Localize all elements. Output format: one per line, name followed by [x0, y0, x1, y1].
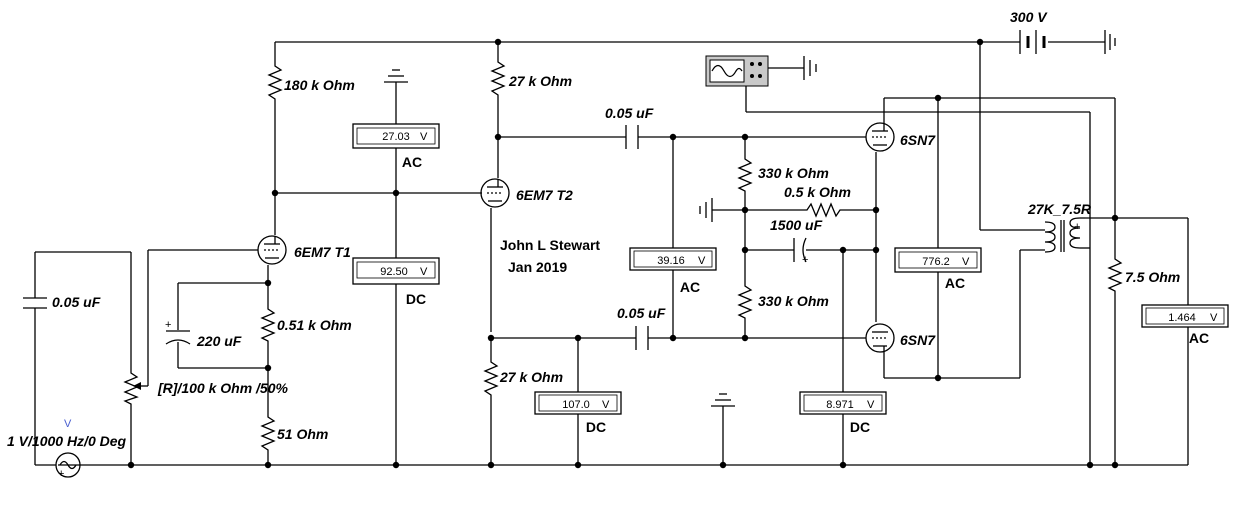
resistor-330k-top — [737, 155, 753, 193]
meter-ac-27: 27.03 V AC — [382, 131, 428, 170]
meter-ac-39: 39.16 V AC — [657, 255, 706, 295]
meter-unit: V — [867, 399, 875, 411]
label-r-051k: 0.51 k Ohm — [277, 317, 352, 333]
meter-mode: DC — [406, 291, 426, 307]
label-r-27k-bottom: 27 k Ohm — [499, 369, 563, 385]
svg-text:+: + — [802, 254, 808, 266]
label-c-input: 0.05 uF — [52, 294, 101, 310]
capacitor-220uf: + — [165, 319, 191, 345]
label-tube-t2: 6EM7 T2 — [516, 187, 573, 203]
meter-dc-8971: 8.971 V DC — [826, 399, 875, 435]
meter-value: 27.03 — [382, 131, 410, 143]
meter-mode: DC — [850, 419, 870, 435]
author-label: John L Stewart — [500, 237, 600, 253]
date-label: Jan 2019 — [508, 259, 567, 275]
svg-text:+: + — [1074, 221, 1080, 233]
resistor-27k-bottom — [483, 358, 499, 400]
wires — [34, 41, 1189, 466]
battery-300v — [1019, 30, 1116, 54]
label-c-220: 220 uF — [196, 333, 242, 349]
tube-t2 — [480, 178, 510, 208]
meter-unit: V — [698, 255, 706, 267]
meter-value: 1.464 — [1168, 312, 1196, 324]
ground-symbol-top — [384, 69, 408, 83]
label-tube-6sn7-bottom: 6SN7 — [900, 332, 936, 348]
label-r-51: 51 Ohm — [277, 426, 328, 442]
ground-symbol-scope — [768, 56, 817, 80]
label-potentiometer: [R]/100 k Ohm /50% — [157, 380, 288, 396]
label-r-27k-top: 27 k Ohm — [508, 73, 572, 89]
svg-text:+: + — [165, 319, 171, 331]
resistor-330k-bottom — [737, 282, 753, 320]
meter-mode: AC — [945, 275, 965, 291]
meters-frames — [352, 123, 1229, 415]
label-r-330k-top: 330 k Ohm — [758, 165, 829, 181]
meter-unit: V — [420, 131, 428, 143]
ac-source: + — [55, 452, 81, 480]
supply-label: 300 V — [1010, 9, 1048, 25]
meter-value: 776.2 — [922, 256, 950, 268]
resistor-051k — [260, 305, 276, 343]
meter-ac-776: 776.2 V AC — [922, 256, 970, 291]
ground-symbol-grid — [699, 198, 713, 222]
label-r-330k-bottom: 330 k Ohm — [758, 293, 829, 309]
label-source: 1 V/1000 Hz/0 Deg — [7, 433, 127, 449]
capacitor-005-top — [625, 125, 639, 149]
resistor-05k — [803, 202, 843, 218]
tube-6sn7-bottom — [865, 323, 895, 356]
meter-dc-107: 107.0 V DC — [562, 399, 610, 435]
label-r-load: 7.5 Ohm — [1125, 269, 1180, 285]
meter-mode: AC — [1189, 330, 1209, 346]
meter-mode: DC — [586, 419, 606, 435]
meter-value: 39.16 — [657, 255, 685, 267]
label-r-05k: 0.5 k Ohm — [784, 184, 851, 200]
meter-value: 107.0 — [562, 399, 590, 411]
capacitor-input — [23, 297, 47, 309]
label-tube-t1: 6EM7 T1 — [294, 244, 351, 260]
meter-unit: V — [420, 266, 428, 278]
label-c-005-bottom: 0.05 uF — [617, 305, 666, 321]
meter-dc-92: 92.50 V DC — [380, 266, 428, 307]
junctions — [127, 38, 1119, 469]
ground-symbol-center — [711, 393, 735, 407]
meter-value: 8.971 — [826, 399, 854, 411]
svg-text:+: + — [58, 468, 64, 480]
resistor-27k-top — [490, 58, 506, 100]
meter-unit: V — [602, 399, 610, 411]
resistor-7-5-ohm — [1107, 255, 1123, 295]
tube-6sn7-top — [865, 120, 895, 152]
label-c-1500: 1500 uF — [770, 217, 823, 233]
meter-ac-1464: 1.464 V AC — [1168, 312, 1218, 346]
oscilloscope-icon[interactable] — [705, 55, 769, 87]
capacitor-1500uf: + — [793, 237, 808, 266]
meter-unit: V — [1210, 312, 1218, 324]
label-tube-6sn7-top: 6SN7 — [900, 132, 936, 148]
meter-mode: AC — [402, 154, 422, 170]
label-transformer: 27K_7.5R — [1027, 201, 1092, 217]
meter-unit: V — [962, 256, 970, 268]
label-c-005-top: 0.05 uF — [605, 105, 654, 121]
resistor-180k — [267, 62, 283, 104]
source-marker: V — [64, 418, 72, 430]
resistor-51 — [260, 413, 276, 455]
capacitor-005-bottom — [635, 326, 649, 350]
label-r-180k: 180 k Ohm — [284, 77, 355, 93]
output-transformer: + — [1044, 217, 1085, 253]
meter-value: 92.50 — [380, 266, 408, 278]
potentiometer — [123, 370, 141, 405]
meter-mode: AC — [680, 279, 700, 295]
tube-t1 — [257, 235, 287, 265]
